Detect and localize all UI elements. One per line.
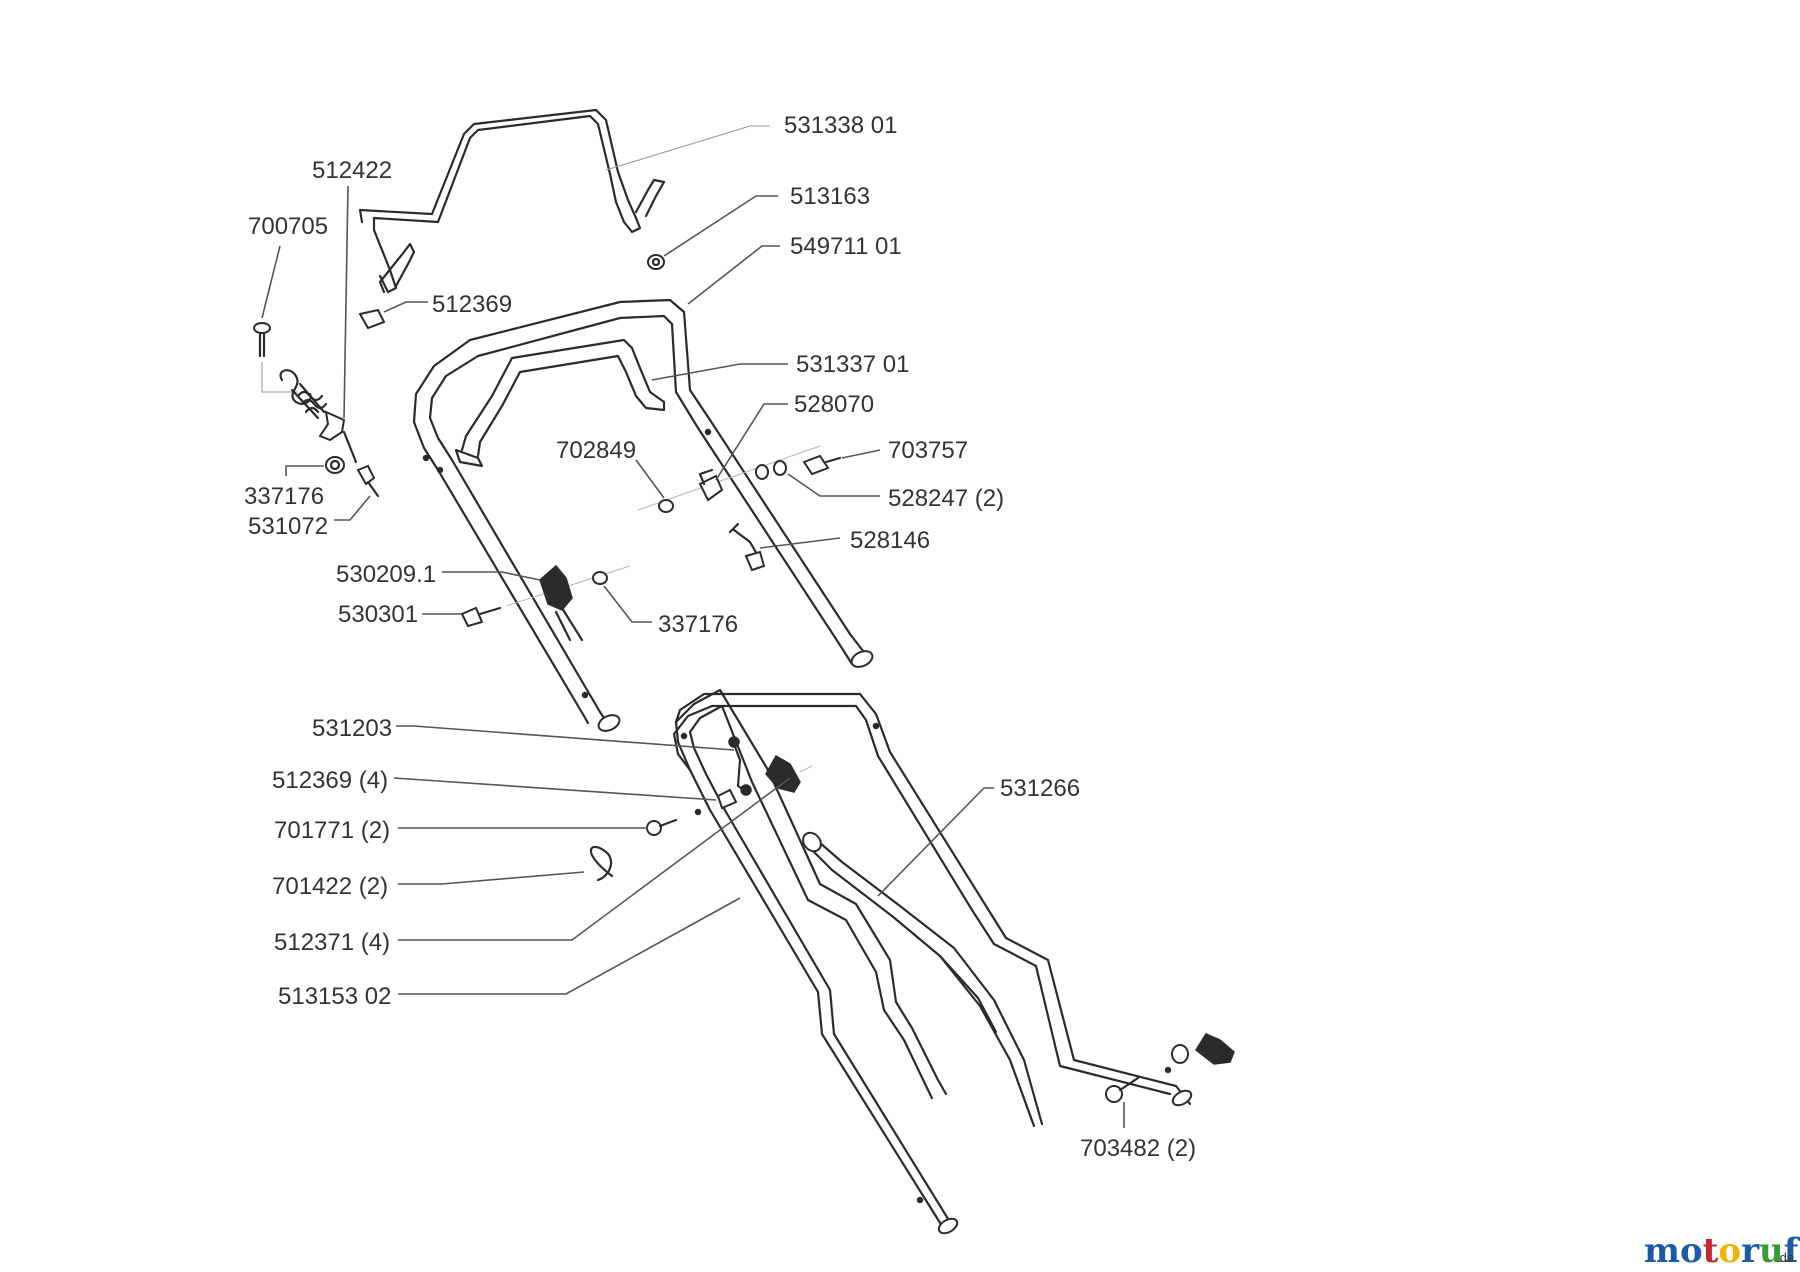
screw-700705-part <box>253 322 298 393</box>
leader-549711 <box>687 245 780 305</box>
wm-o1: o <box>1680 1231 1703 1271</box>
lever-530209-part <box>539 564 584 642</box>
label-530209: 530209.1 <box>336 561 436 588</box>
label-702849: 702849 <box>556 437 636 464</box>
svg-text:motoruf: motoruf <box>1644 1231 1800 1271</box>
label-549711: 549711 01 <box>790 233 902 260</box>
label-512369: 512369 <box>432 291 512 318</box>
motoruf-logo: motoruf .de <box>1644 1231 1800 1271</box>
label-531203: 531203 <box>312 715 392 742</box>
leader-528146 <box>759 537 841 549</box>
leader-513153 <box>398 897 741 995</box>
label-531337: 531337 01 <box>796 351 909 378</box>
wm-t: t <box>1703 1231 1719 1271</box>
wm-u: u <box>1759 1231 1784 1271</box>
label-700705: 700705 <box>248 213 328 240</box>
label-531338: 531338 01 <box>784 112 897 139</box>
wm-f: f <box>1784 1231 1800 1271</box>
label-528070: 528070 <box>794 391 874 418</box>
label-531266: 531266 <box>1000 775 1080 802</box>
nut-337176-part <box>325 456 345 474</box>
bolt-531072-part <box>342 430 380 498</box>
label-703482: 703482 (2) <box>1080 1135 1196 1162</box>
leader-337176a <box>285 465 324 476</box>
leader-531072 <box>334 495 371 521</box>
label-512422: 512422 <box>312 157 392 184</box>
nut-337176-lower-part <box>592 571 608 585</box>
upper-bail-part <box>358 108 666 294</box>
lower-handle-part <box>672 688 1193 1235</box>
leader-512369 <box>383 301 428 313</box>
leader-528070 <box>715 403 788 481</box>
leader-337176b <box>603 585 652 623</box>
cable-hose-part <box>802 831 1044 1128</box>
label-513163: 513163 <box>790 183 870 210</box>
wm-o2: o <box>1718 1231 1741 1271</box>
leader-703757 <box>841 449 881 459</box>
bolt-703482-part <box>1105 1076 1140 1103</box>
label-528247: 528247 (2) <box>888 485 1004 512</box>
label-530301: 530301 <box>338 601 418 628</box>
cable-guide-531203-part <box>728 736 752 796</box>
washer-part <box>647 254 665 270</box>
leader-531338 <box>605 125 770 171</box>
label-337176b: 337176 <box>658 611 738 638</box>
leader-513163 <box>663 195 778 257</box>
leader-702849 <box>635 459 665 499</box>
wm-m: m <box>1644 1231 1680 1271</box>
pin-528146-part <box>728 522 766 572</box>
label-512371: 512371 (4) <box>274 929 390 956</box>
star-knob-upper-part <box>765 754 813 793</box>
upper-handle-part <box>412 298 874 732</box>
leader-512369x4 <box>393 777 717 801</box>
screw-701771-part <box>646 818 678 836</box>
label-701771: 701771 (2) <box>274 817 390 844</box>
bolt-530301-part <box>460 606 502 628</box>
leader-528247 <box>787 473 880 497</box>
leader-700705 <box>261 245 281 319</box>
bracket-528070-part <box>698 468 724 502</box>
leader-531337 <box>651 363 788 381</box>
leader-512371 <box>398 777 791 941</box>
wm-r: r <box>1741 1231 1760 1271</box>
nut-702849-part <box>658 499 674 513</box>
leader-530209 <box>442 571 541 581</box>
clip-512369x4-part <box>716 788 738 810</box>
label-531072: 531072 <box>248 513 328 540</box>
label-512369x4: 512369 (4) <box>272 767 388 794</box>
spring-part <box>279 369 346 442</box>
label-337176a: 337176 <box>244 483 324 510</box>
label-513153: 513153 02 <box>278 983 391 1010</box>
label-701422: 701422 (2) <box>272 873 388 900</box>
leader-512422 <box>343 185 349 419</box>
wm-tld: .de <box>1776 1250 1794 1265</box>
leader-701422 <box>398 871 585 885</box>
leader-531266 <box>877 787 994 897</box>
label-528146: 528146 <box>850 527 930 554</box>
washer-528247-part <box>755 460 787 480</box>
bolt-703757-part <box>802 454 842 476</box>
inner-bail-part <box>454 338 666 468</box>
label-703757: 703757 <box>888 437 968 464</box>
clamp-701422-part <box>589 846 614 882</box>
leader-531203 <box>396 725 735 751</box>
star-knob-lower-part <box>1171 1033 1235 1065</box>
clip-512369-part <box>358 308 386 330</box>
